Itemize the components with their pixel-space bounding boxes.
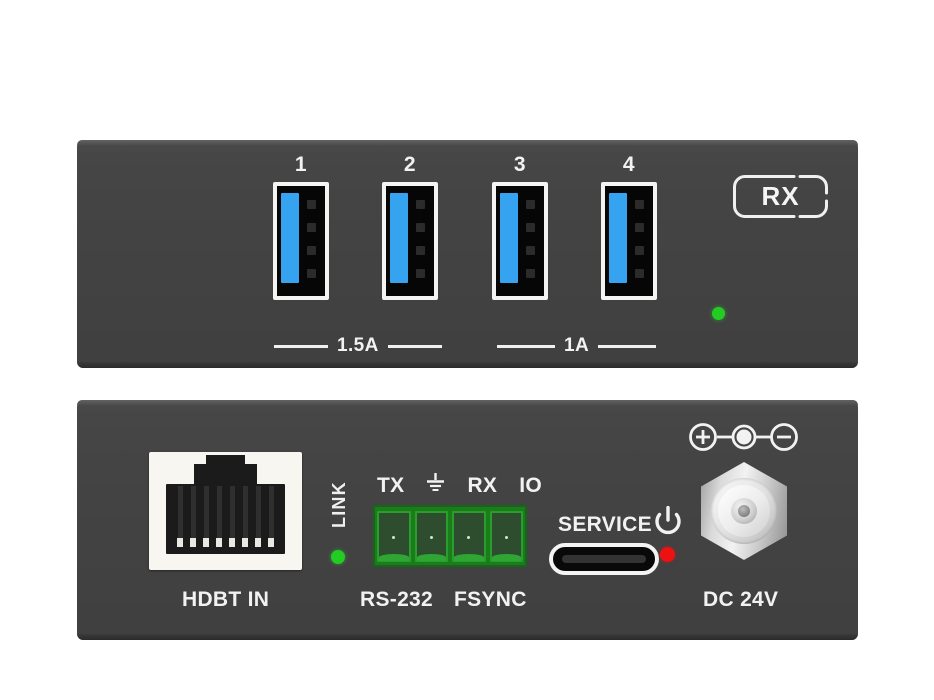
terminal-lip xyxy=(416,554,446,561)
rj45-contact xyxy=(203,538,209,547)
link-label: LINK xyxy=(329,481,349,529)
usb-contact xyxy=(635,246,644,255)
terminal-label-rx: RX xyxy=(467,474,498,497)
rj45-contact xyxy=(177,538,183,547)
usb-rating-1-5a: 1.5A xyxy=(274,335,442,357)
rj45-latch-top xyxy=(206,455,245,466)
rating-rule-left xyxy=(274,344,328,348)
usb-contact xyxy=(526,200,535,209)
rj45-pin xyxy=(256,486,261,546)
usb-a-port-icon[interactable] xyxy=(273,182,329,300)
rj45-contact xyxy=(190,538,196,547)
usb-insert xyxy=(609,193,627,283)
terminal-pin-labels: TX RX IO xyxy=(377,472,542,498)
rj45-latch xyxy=(194,464,257,486)
terminal-pin[interactable] xyxy=(489,511,523,562)
rear-panel-top-bevel xyxy=(77,400,858,405)
usb-rating-1-5a-label: 1.5A xyxy=(337,335,379,356)
usb-contact xyxy=(526,223,535,232)
usb-contact xyxy=(416,269,425,278)
usb-c-port-icon[interactable] xyxy=(549,543,659,575)
rj45-pin xyxy=(243,486,248,546)
terminal-screw xyxy=(467,535,471,539)
power-symbol-icon xyxy=(653,505,683,538)
link-led xyxy=(331,550,345,564)
usb-insert xyxy=(390,193,408,283)
usb-contact xyxy=(307,223,316,232)
usb-port-4-number: 4 xyxy=(622,153,636,176)
terminal-lip xyxy=(491,554,521,561)
usb-rating-1a: 1A xyxy=(497,335,657,357)
terminal-label-io: IO xyxy=(519,474,542,497)
front-panel-bottom-bevel xyxy=(77,362,858,368)
rj45-pin xyxy=(217,486,222,546)
power-led xyxy=(712,307,725,320)
rear-panel-bottom-bevel xyxy=(77,634,858,640)
dc-barrel-jack-icon[interactable] xyxy=(701,462,787,560)
terminal-pin[interactable] xyxy=(377,511,411,562)
rj45-contact xyxy=(268,538,274,547)
usb-port-2-number: 2 xyxy=(403,153,417,176)
usb-contact xyxy=(526,269,535,278)
rj45-pin xyxy=(191,486,196,546)
terminal-label-tx: TX xyxy=(377,474,405,497)
usb-c-tongue xyxy=(562,555,646,563)
rear-panel: HDBT IN LINK TX RX IO RS-23 xyxy=(77,400,858,640)
hdbt-in-label: HDBT IN xyxy=(182,588,270,611)
terminal-lip xyxy=(379,554,409,561)
rx-badge-label: RX xyxy=(761,181,800,211)
dc-24v-label: DC 24V xyxy=(703,588,779,611)
terminal-pin[interactable] xyxy=(414,511,448,562)
usb-contact xyxy=(307,246,316,255)
rj45-contact xyxy=(255,538,261,547)
usb-port-1-number: 1 xyxy=(294,153,308,176)
front-panel-top-bevel xyxy=(77,140,858,145)
usb-port-3-number: 3 xyxy=(513,153,527,176)
rs-232-label: RS-232 xyxy=(360,588,434,611)
usb-contact xyxy=(416,200,425,209)
terminal-screw xyxy=(504,535,508,539)
rating-rule-left xyxy=(497,344,555,348)
usb-a-port-icon[interactable] xyxy=(601,182,657,300)
usb-insert xyxy=(500,193,518,283)
rj45-contact xyxy=(229,538,235,547)
usb-contact xyxy=(416,223,425,232)
usb-a-port-icon[interactable] xyxy=(382,182,438,300)
rj45-pin xyxy=(178,486,183,546)
usb-contact xyxy=(307,200,316,209)
rj45-pin xyxy=(269,486,274,546)
terminal-lip xyxy=(454,554,484,561)
phoenix-terminal-block[interactable] xyxy=(373,505,527,567)
terminal-screw xyxy=(429,535,433,539)
fsync-label: FSYNC xyxy=(454,588,527,611)
usb-contact xyxy=(635,269,644,278)
rj45-contact xyxy=(242,538,248,547)
rj45-contact xyxy=(216,538,222,547)
rj45-jack-icon[interactable] xyxy=(149,452,302,570)
rating-rule-right xyxy=(387,344,442,348)
rating-rule-right xyxy=(598,344,657,348)
ground-icon xyxy=(426,472,445,498)
usb-rating-1a-label: 1A xyxy=(564,335,590,356)
usb-contact xyxy=(416,246,425,255)
service-label: SERVICE xyxy=(558,513,652,536)
terminal-screw xyxy=(392,535,396,539)
front-panel: 1 2 3 xyxy=(77,140,858,368)
usb-contact xyxy=(635,200,644,209)
rj45-cavity xyxy=(166,484,285,554)
rx-badge: RX xyxy=(732,174,829,219)
rj45-pin xyxy=(204,486,209,546)
usb-insert xyxy=(281,193,299,283)
center-positive-polarity-icon xyxy=(688,422,800,452)
usb-contact xyxy=(635,223,644,232)
usb-contact xyxy=(526,246,535,255)
dc-jack-center-pin xyxy=(738,505,750,517)
rj45-pin xyxy=(230,486,235,546)
usb-a-port-icon[interactable] xyxy=(492,182,548,300)
usb-contact xyxy=(307,269,316,278)
terminal-pin[interactable] xyxy=(452,511,486,562)
power-status-led xyxy=(660,547,675,562)
